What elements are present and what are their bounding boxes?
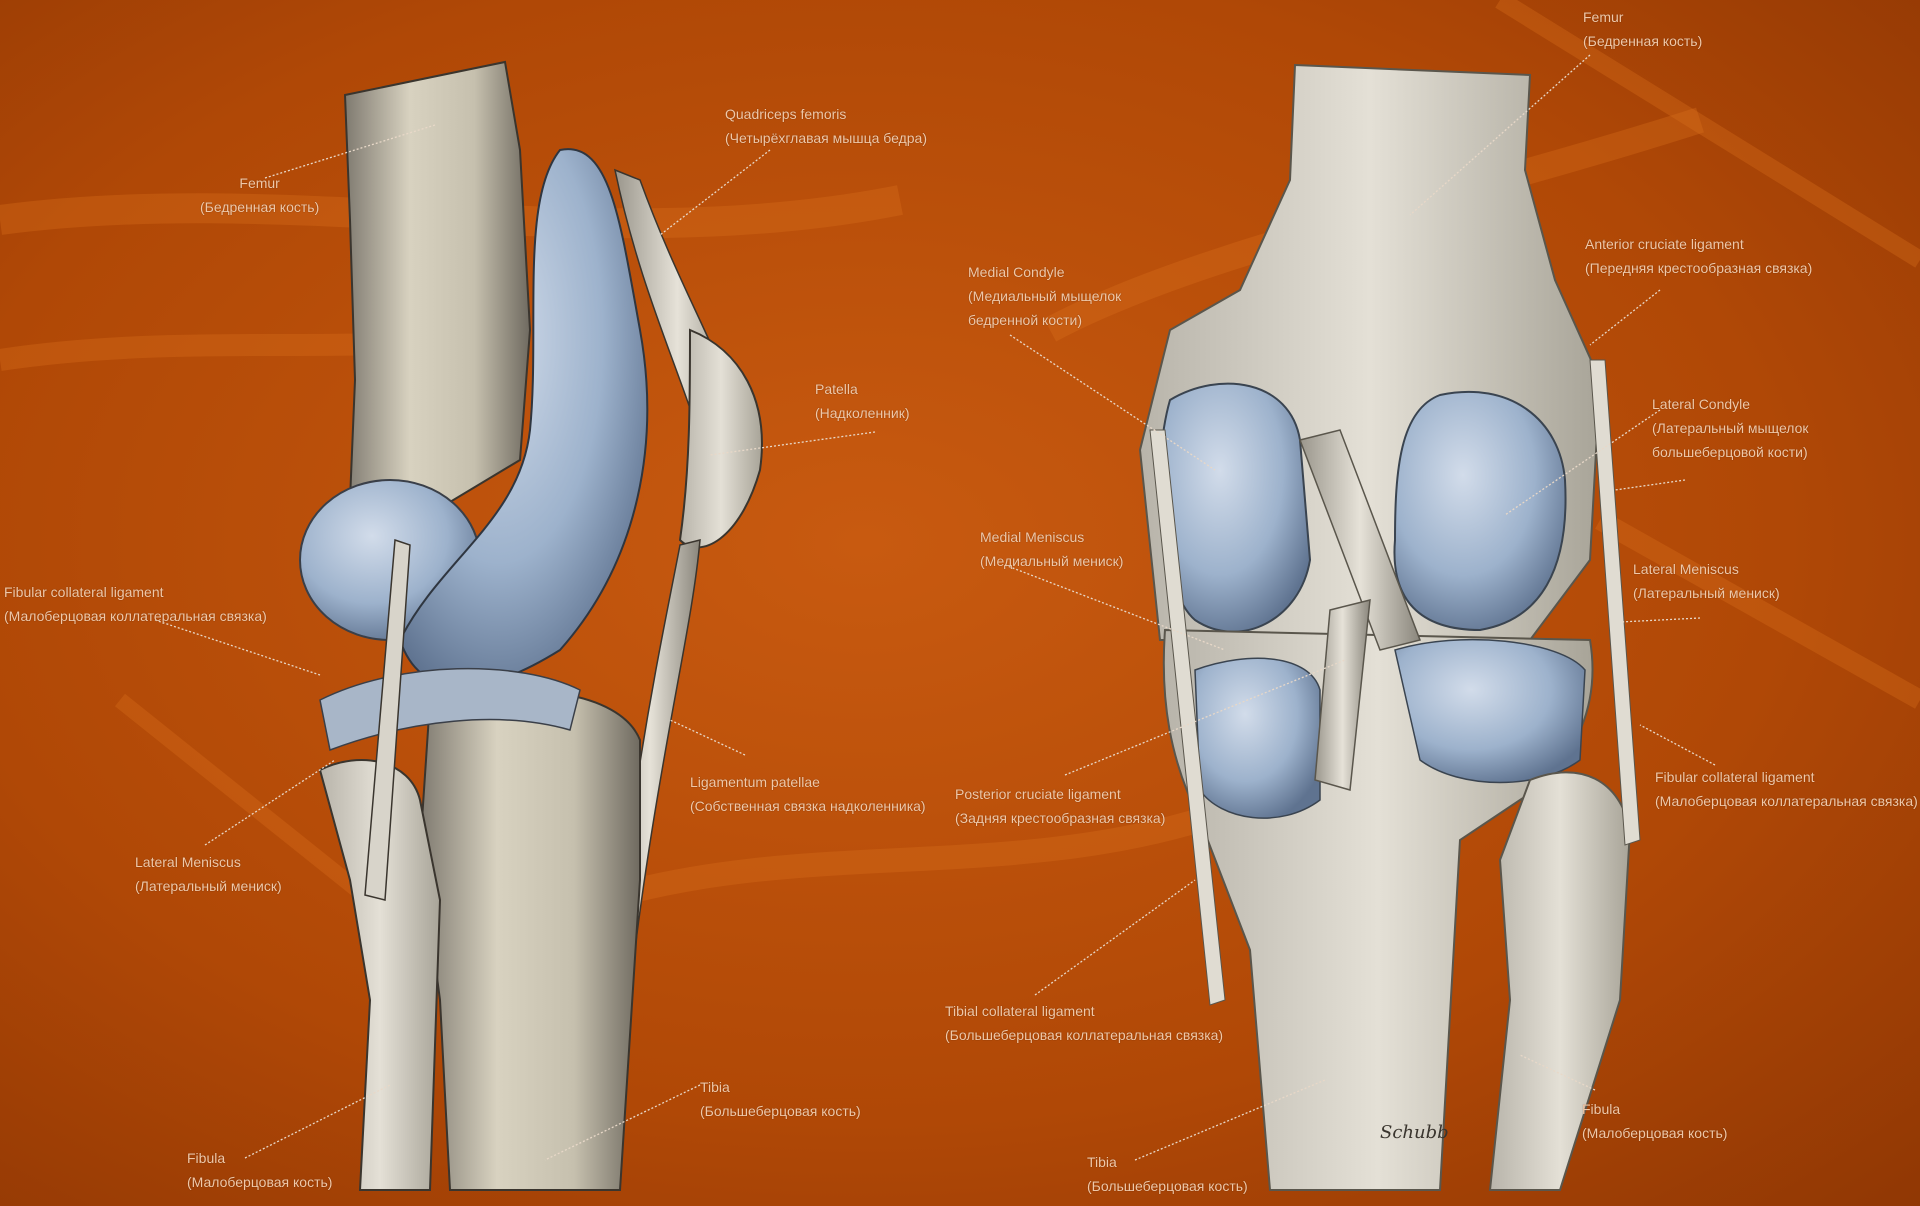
label-anterior-femur-en: Femur	[1583, 5, 1702, 29]
label-anterior-lateral-condyle-ru2: большеберцовой кости)	[1652, 440, 1809, 464]
label-anterior-cruciate: Anterior cruciate ligament (Передняя кре…	[1585, 232, 1812, 280]
label-anterior-medial-condyle-en: Medial Condyle	[968, 260, 1121, 284]
label-lateral-fibular-collateral-ru: (Малоберцовая коллатеральная связка)	[4, 604, 267, 628]
label-lateral-meniscus-ru: (Латеральный мениск)	[135, 874, 282, 898]
label-lateral-femur-en: Femur	[200, 171, 319, 195]
label-anterior-fibular-collateral-en: Fibular collateral ligament	[1655, 765, 1918, 789]
label-lateral-ligamentum-patellae: Ligamentum patellae (Собственная связка …	[690, 770, 926, 818]
label-anterior-medial-meniscus: Medial Meniscus (Медиальный мениск)	[980, 525, 1123, 573]
label-anterior-fibular-collateral: Fibular collateral ligament (Малоберцова…	[1655, 765, 1918, 813]
lateral-femur-bone	[345, 62, 530, 520]
label-anterior-fibula-en: Fibula	[1582, 1097, 1727, 1121]
label-anterior-tibia-en: Tibia	[1087, 1150, 1248, 1174]
label-anterior-tibia: Tibia (Большеберцовая кость)	[1087, 1150, 1248, 1198]
label-lateral-patella-ru: (Надколенник)	[815, 401, 910, 425]
label-anterior-lateral-condyle: Lateral Condyle (Латеральный мыщелок бол…	[1652, 392, 1809, 464]
label-anterior-tibial-collateral: Tibial collateral ligament (Большеберцов…	[945, 999, 1223, 1047]
label-anterior-medial-condyle-ru1: (Медиальный мыщелок	[968, 284, 1121, 308]
label-anterior-posterior-cruciate: Posterior cruciate ligament (Задняя крес…	[955, 782, 1165, 830]
label-anterior-medial-condyle: Medial Condyle (Медиальный мыщелок бедре…	[968, 260, 1121, 332]
anterior-tibial-plateau-medial	[1195, 658, 1320, 818]
label-anterior-femur-ru: (Бедренная кость)	[1583, 29, 1702, 53]
label-lateral-fibula: Fibula (Малоберцовая кость)	[187, 1146, 332, 1194]
label-anterior-lateral-condyle-en: Lateral Condyle	[1652, 392, 1809, 416]
label-lateral-tibia: Tibia (Большеберцовая кость)	[700, 1075, 861, 1123]
label-anterior-lateral-condyle-ru1: (Латеральный мыщелок	[1652, 416, 1809, 440]
label-lateral-fibular-collateral-en: Fibular collateral ligament	[4, 580, 267, 604]
label-anterior-fibular-collateral-ru: (Малоберцовая коллатеральная связка)	[1655, 789, 1918, 813]
label-anterior-cruciate-en: Anterior cruciate ligament	[1585, 232, 1812, 256]
label-anterior-lateral-meniscus: Lateral Meniscus (Латеральный мениск)	[1633, 557, 1780, 605]
illustrator-signature: Schubb	[1380, 1122, 1449, 1143]
label-lateral-patella: Patella (Надколенник)	[815, 377, 910, 425]
label-lateral-femur: Femur (Бедренная кость)	[200, 171, 319, 219]
label-lateral-patella-en: Patella	[815, 377, 910, 401]
label-lateral-tibia-en: Tibia	[700, 1075, 861, 1099]
label-anterior-femur: Femur (Бедренная кость)	[1583, 5, 1702, 53]
label-anterior-cruciate-ru: (Передняя крестообразная связка)	[1585, 256, 1812, 280]
lateral-tibia-bone	[420, 690, 640, 1190]
label-anterior-medial-meniscus-ru: (Медиальный мениск)	[980, 549, 1123, 573]
label-lateral-fibula-en: Fibula	[187, 1146, 332, 1170]
label-lateral-meniscus: Lateral Meniscus (Латеральный мениск)	[135, 850, 282, 898]
label-lateral-quadriceps-en: Quadriceps femoris	[725, 102, 927, 126]
label-lateral-quadriceps-ru: (Четырёхглавая мышца бедра)	[725, 126, 927, 150]
label-anterior-lateral-meniscus-ru: (Латеральный мениск)	[1633, 581, 1780, 605]
label-lateral-quadriceps: Quadriceps femoris (Четырёхглавая мышца …	[725, 102, 927, 150]
anterior-tibial-plateau-lateral	[1395, 640, 1585, 783]
label-anterior-fibula-ru: (Малоберцовая кость)	[1582, 1121, 1727, 1145]
anterior-lateral-condyle-cartilage	[1394, 392, 1565, 630]
label-anterior-fibula: Fibula (Малоберцовая кость)	[1582, 1097, 1727, 1145]
label-anterior-posterior-cruciate-en: Posterior cruciate ligament	[955, 782, 1165, 806]
label-anterior-medial-meniscus-en: Medial Meniscus	[980, 525, 1123, 549]
label-lateral-meniscus-en: Lateral Meniscus	[135, 850, 282, 874]
label-lateral-fibular-collateral: Fibular collateral ligament (Малоберцова…	[4, 580, 267, 628]
label-anterior-tibial-collateral-ru: (Большеберцовая коллатеральная связка)	[945, 1023, 1223, 1047]
label-lateral-ligamentum-patellae-ru: (Собственная связка надколенника)	[690, 794, 926, 818]
label-anterior-tibial-collateral-en: Tibial collateral ligament	[945, 999, 1223, 1023]
label-lateral-tibia-ru: (Большеберцовая кость)	[700, 1099, 861, 1123]
label-lateral-fibula-ru: (Малоберцовая кость)	[187, 1170, 332, 1194]
label-anterior-lateral-meniscus-en: Lateral Meniscus	[1633, 557, 1780, 581]
label-anterior-tibia-ru: (Большеберцовая кость)	[1087, 1174, 1248, 1198]
label-anterior-medial-condyle-ru2: бедренной кости)	[968, 308, 1121, 332]
label-lateral-ligamentum-patellae-en: Ligamentum patellae	[690, 770, 926, 794]
label-lateral-femur-ru: (Бедренная кость)	[200, 195, 319, 219]
label-anterior-posterior-cruciate-ru: (Задняя крестообразная связка)	[955, 806, 1165, 830]
